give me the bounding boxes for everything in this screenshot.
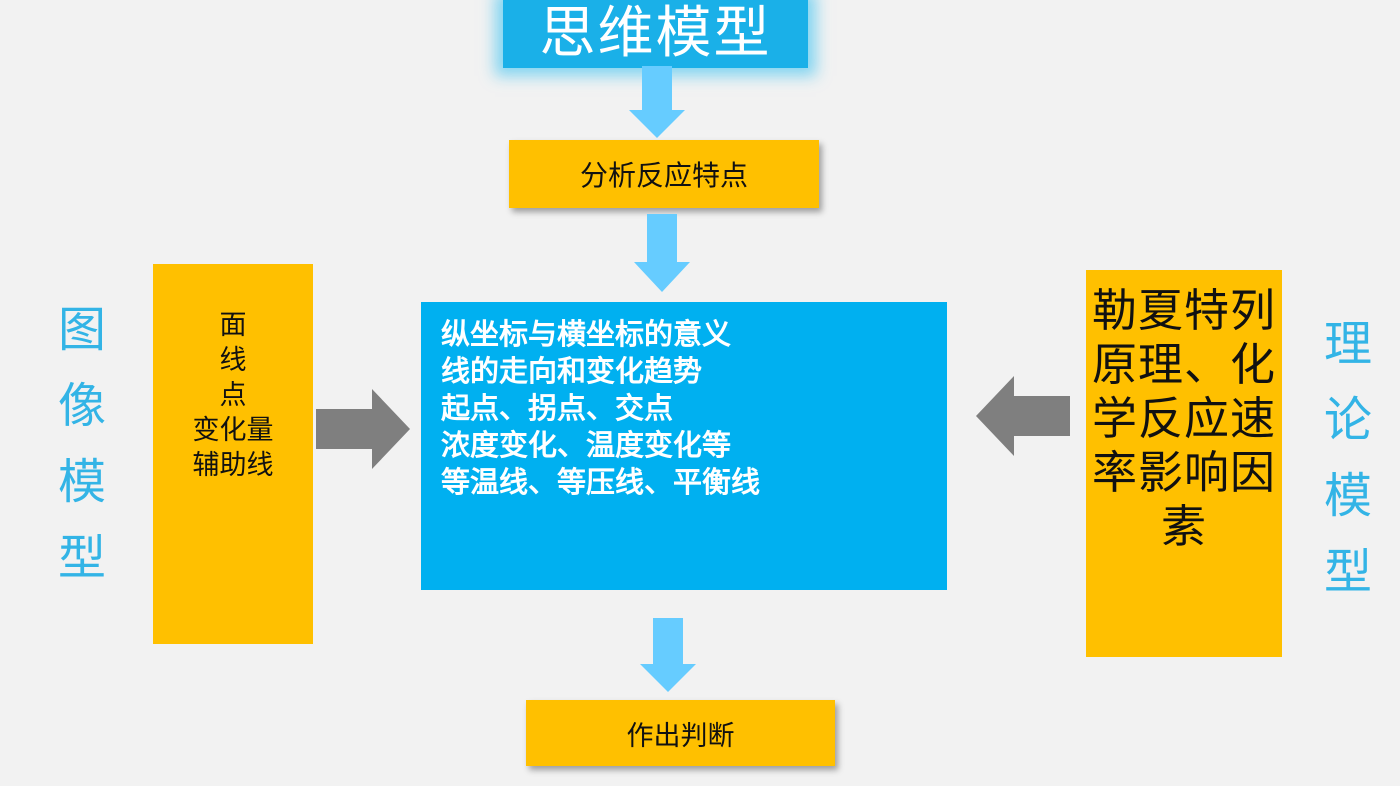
theory-model-label: 理 论 模 型: [1318, 306, 1378, 610]
make-judgment-box: 作出判断: [526, 700, 835, 766]
image-model-label: 图 像 模 型: [52, 292, 112, 596]
down-arrow-title-to-analyze: [629, 66, 685, 138]
down-arrow-analyze-to-center: [634, 214, 690, 292]
down-arrow-center-to-judge: [640, 618, 696, 692]
center-line: 起点、拐点、交点: [441, 391, 674, 425]
center-analysis-box: 纵坐标与横坐标的意义 线的走向和变化趋势 起点、拐点、交点 浓度变化、温度变化等…: [421, 302, 947, 590]
right-label-char: 理: [1323, 316, 1372, 372]
center-line: 纵坐标与横坐标的意义: [441, 317, 732, 351]
right-arrow-left-to-center: [316, 389, 410, 469]
left-box-line: 点: [219, 380, 247, 411]
left-arrow-right-to-center: [976, 376, 1070, 456]
left-label-char: 型: [57, 530, 106, 586]
left-box-line: 面: [219, 310, 247, 341]
left-label-char: 图: [57, 302, 106, 358]
left-box-line: 线: [219, 345, 247, 376]
left-label-char: 模: [57, 454, 106, 510]
left-label-char: 像: [57, 378, 106, 434]
analyze-reaction-box: 分析反应特点: [509, 140, 819, 208]
right-label-char: 型: [1323, 544, 1372, 600]
diagram-title: 思维模型: [503, 0, 808, 68]
left-box-line: 变化量: [192, 415, 274, 446]
theory-elements-box: 勒夏特列原理、化学反应速率影响因素: [1086, 270, 1282, 657]
left-box-line: 辅助线: [192, 450, 274, 481]
right-label-char: 模: [1323, 468, 1372, 524]
center-line: 等温线、等压线、平衡线: [441, 465, 761, 499]
center-line: 线的走向和变化趋势: [441, 354, 703, 388]
right-label-char: 论: [1323, 392, 1372, 448]
image-elements-box: 面 线 点 变化量 辅助线: [153, 264, 313, 644]
center-line: 浓度变化、温度变化等: [441, 428, 732, 462]
